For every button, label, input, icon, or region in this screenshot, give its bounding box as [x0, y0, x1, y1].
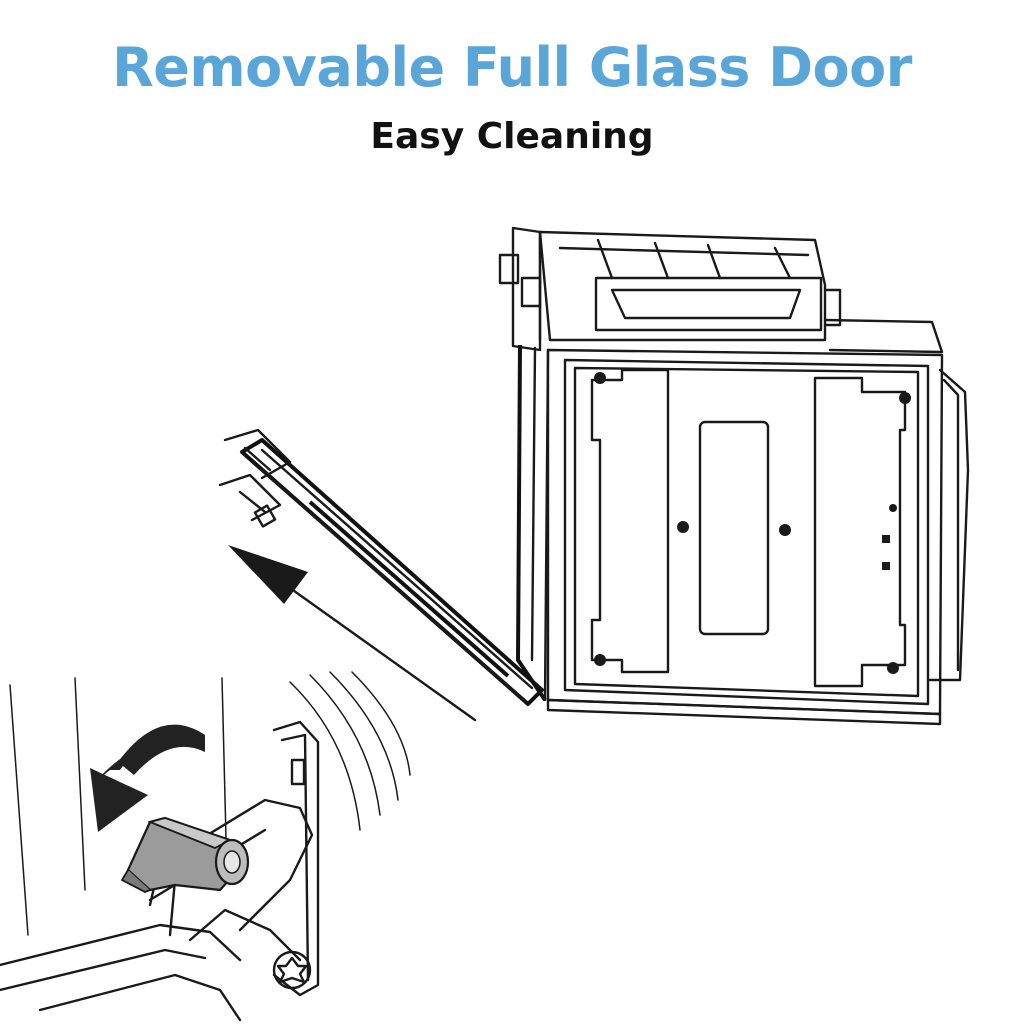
hinge-lever-icon [120, 816, 250, 893]
curved-arrow-icon [90, 724, 205, 832]
oven-icon [498, 226, 970, 726]
torx-screw-icon [272, 950, 312, 990]
page-title: Removable Full Glass Door [112, 36, 912, 99]
hinge-detail [0, 671, 411, 1022]
arrow-up-left-icon [228, 545, 477, 722]
page-subtitle: Easy Cleaning [370, 116, 654, 157]
glass-door-icon [218, 428, 544, 706]
